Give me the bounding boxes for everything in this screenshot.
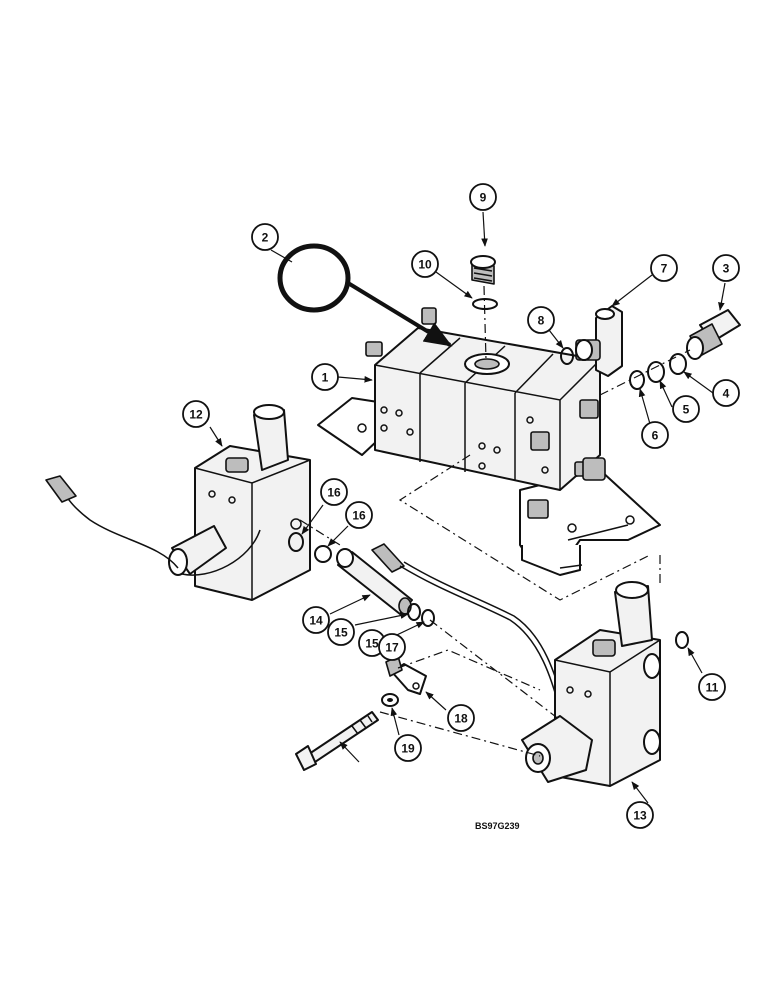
callout-circle <box>469 183 497 211</box>
o-ring-5 <box>647 361 665 383</box>
callout-circle <box>672 395 700 423</box>
assembly-lines <box>299 454 661 757</box>
callout-19: 19 <box>394 734 422 762</box>
callout-1: 1 <box>311 363 339 391</box>
callout-number: 16 <box>327 486 341 500</box>
callout-16: 16 <box>320 478 348 506</box>
callout-number: 7 <box>661 262 668 276</box>
callout-circle <box>626 801 654 829</box>
callout-circle <box>712 254 740 282</box>
callout-circle <box>641 421 669 449</box>
seal-16-upper <box>288 532 304 552</box>
callout-10: 10 <box>411 250 439 278</box>
callout-17: 17 <box>378 633 406 661</box>
callout-number: 17 <box>385 641 399 655</box>
callout-circle <box>320 478 348 506</box>
callout-11: 11 <box>698 673 726 701</box>
callout-12: 12 <box>182 400 210 428</box>
callout-circle <box>411 250 439 278</box>
callout-number: 12 <box>189 408 203 422</box>
bolt-18 <box>295 711 379 771</box>
callout-circle <box>527 306 555 334</box>
o-ring-4 <box>669 353 687 375</box>
callout-8: 8 <box>527 306 555 334</box>
o-ring-6 <box>629 370 645 390</box>
washer-19 <box>381 693 399 707</box>
valve-block-13 <box>521 581 661 787</box>
callout-circle <box>311 363 339 391</box>
valve-block-12 <box>45 404 311 601</box>
callout-number: 10 <box>418 258 432 272</box>
callout-4: 4 <box>712 379 740 407</box>
callout-number: 14 <box>309 614 323 628</box>
callout-3: 3 <box>712 254 740 282</box>
callout-16: 16 <box>345 501 373 529</box>
callout-circle <box>345 501 373 529</box>
clip-17 <box>385 655 427 695</box>
seal-16-lower <box>421 609 435 627</box>
drawing-code: BS97G239 <box>475 821 520 831</box>
callout-number: 5 <box>683 403 690 417</box>
callout-circle <box>251 223 279 251</box>
callout-circle <box>394 734 422 762</box>
callout-9: 9 <box>469 183 497 211</box>
callout-number: 18 <box>454 712 468 726</box>
callout-6: 6 <box>641 421 669 449</box>
callout-13: 13 <box>626 801 654 829</box>
o-ring-9 <box>675 631 689 649</box>
callout-18: 18 <box>447 704 475 732</box>
callout-number: 15 <box>365 637 379 651</box>
callout-circle <box>650 254 678 282</box>
callout-circle <box>447 704 475 732</box>
o-ring-2 <box>277 243 453 347</box>
valve-body <box>365 307 606 519</box>
centerline-10 <box>483 285 487 361</box>
callout-number: 19 <box>401 742 415 756</box>
callout-circle <box>302 606 330 634</box>
callout-number: 8 <box>538 314 545 328</box>
callout-14: 14 <box>302 606 330 634</box>
o-ring-15-upper <box>314 545 332 563</box>
callout-number: 6 <box>652 429 659 443</box>
callout-number: 15 <box>334 626 348 640</box>
callout-15: 15 <box>327 618 355 646</box>
callout-number: 16 <box>352 509 366 523</box>
o-ring-15-lower <box>407 603 421 621</box>
callout-7: 7 <box>650 254 678 282</box>
callout-2: 2 <box>251 223 279 251</box>
callout-number: 3 <box>723 262 730 276</box>
callout-number: 13 <box>633 809 647 823</box>
callout-number: 4 <box>723 387 730 401</box>
pressure-switch-3 <box>686 309 741 360</box>
wire-harness <box>371 543 565 711</box>
plug-10 <box>470 255 496 285</box>
centerline-3 <box>599 349 691 396</box>
callout-5: 5 <box>672 395 700 423</box>
callout-number: 9 <box>480 191 487 205</box>
callout-number: 2 <box>262 231 269 245</box>
callout-circle <box>712 379 740 407</box>
callout-circle <box>327 618 355 646</box>
callout-circle <box>182 400 210 428</box>
callout-circle <box>698 673 726 701</box>
tube-14 <box>336 548 413 615</box>
callout-circle <box>378 633 406 661</box>
mounting-bracket <box>317 397 661 576</box>
o-ring-8 <box>560 347 574 365</box>
callout-number: 1 <box>322 371 329 385</box>
callout-number: 11 <box>706 681 719 695</box>
